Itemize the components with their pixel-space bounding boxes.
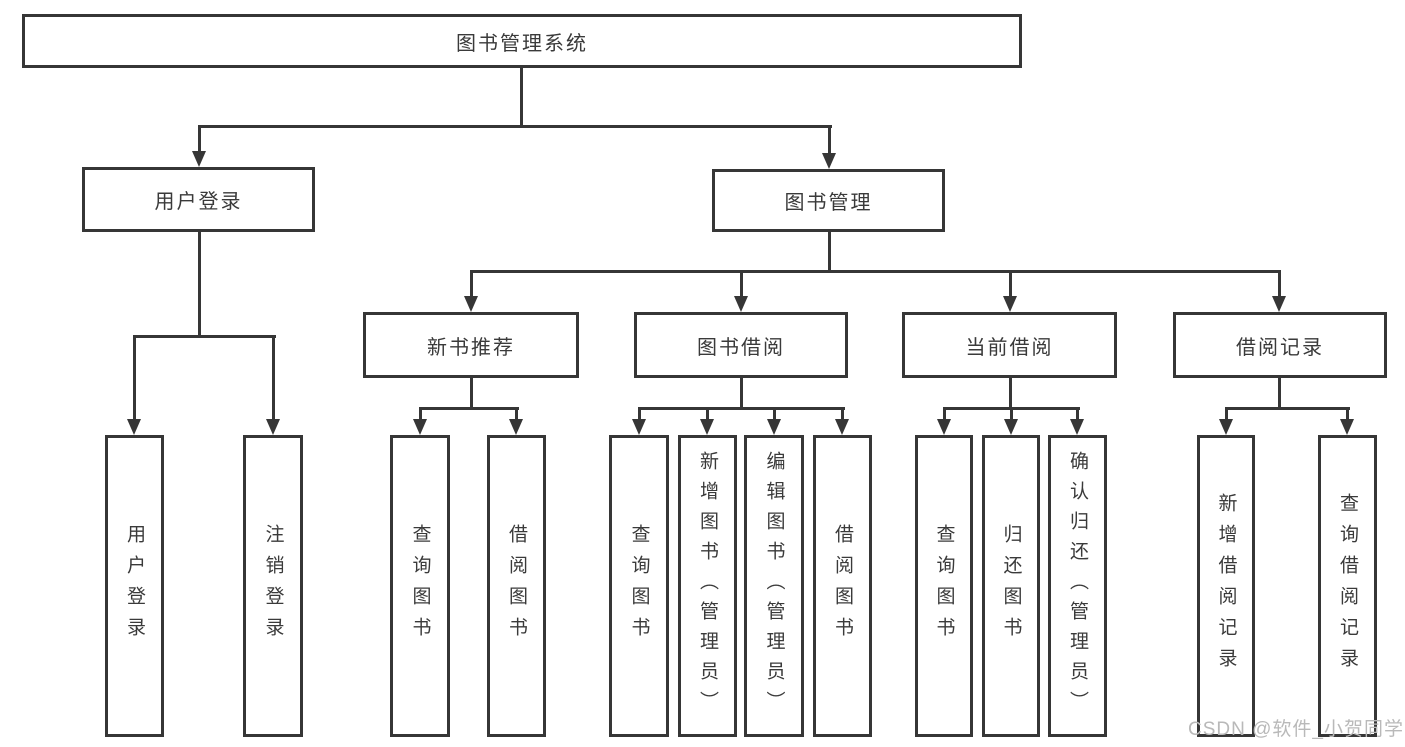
arrow-down-icon [734,296,748,312]
arrow-down-icon [509,419,523,435]
connector-line [1278,378,1281,409]
csdn-watermark: CSDN @软件_小贺同学 [1188,719,1404,740]
node-borrow-records: 借阅记录 [1173,312,1387,378]
leaf-borrow-book: 借阅图书 [813,435,872,737]
leaf-query-book-borrow: 查询图书 [609,435,669,737]
arrow-down-icon [1070,419,1084,435]
leaf-user-login-label: 用户登录 [124,524,145,648]
connector-line [134,335,276,338]
arrow-down-icon [413,419,427,435]
connector-line [133,335,136,421]
node-current-borrow: 当前借阅 [902,312,1117,378]
connector-line [199,125,832,128]
connector-line [828,232,831,270]
leaf-add-book-admin: 新增图书（管理员） [678,435,737,737]
arrow-down-icon [127,419,141,435]
connector-line [1009,270,1012,298]
connector-line [520,68,523,125]
connector-line [828,125,831,155]
leaf-return-book: 归还图书 [982,435,1040,737]
leaf-query-book-borrow-label: 查询图书 [628,524,650,648]
leaf-confirm-return-admin: 确认归还（管理员） [1048,435,1107,737]
leaf-edit-book-admin: 编辑图书（管理员） [744,435,804,737]
leaf-query-book-current-label: 查询图书 [933,524,955,648]
leaf-borrow-book-label: 借阅图书 [832,524,853,648]
connector-line [1278,270,1281,298]
node-borrow-records-label: 借阅记录 [1236,336,1324,359]
connector-line [471,270,1281,273]
connector-line [1226,407,1350,410]
arrow-down-icon [1340,419,1354,435]
leaf-borrow-book-recommend-label: 借阅图书 [506,524,527,648]
connector-line [1076,407,1079,421]
leaf-borrow-book-recommend: 借阅图书 [487,435,546,737]
connector-line [706,407,709,421]
connector-line [1346,407,1349,421]
arrow-down-icon [822,153,836,169]
node-user-login: 用户登录 [82,167,315,232]
node-book-management: 图书管理 [712,169,945,232]
arrow-down-icon [266,419,280,435]
node-book-borrow: 图书借阅 [634,312,848,378]
arrow-down-icon [700,419,714,435]
arrow-down-icon [464,296,478,312]
leaf-logout: 注销登录 [243,435,303,737]
node-current-borrow-label: 当前借阅 [965,336,1054,359]
connector-line [470,378,473,409]
connector-line [420,407,519,410]
connector-line [740,378,743,409]
connector-line [639,407,845,410]
leaf-add-borrow-record: 新增借阅记录 [1197,435,1255,737]
arrow-down-icon [632,419,646,435]
leaf-query-borrow-record-label: 查询借阅记录 [1337,493,1358,679]
arrow-down-icon [1272,296,1286,312]
arrow-down-icon [767,419,781,435]
connector-line [470,270,473,298]
node-new-book-recommend-label: 新书推荐 [427,336,515,359]
arrow-down-icon [1219,419,1233,435]
node-new-book-recommend: 新书推荐 [363,312,579,378]
leaf-confirm-return-admin-label: 确认归还（管理员） [1067,451,1088,721]
node-root: 图书管理系统 [22,14,1022,68]
connector-line [1225,407,1228,421]
arrow-down-icon [835,419,849,435]
leaf-query-book-recommend: 查询图书 [390,435,450,737]
node-user-login-label: 用户登录 [154,191,243,213]
arrow-down-icon [1004,419,1018,435]
connector-line [841,407,844,421]
connector-line [198,232,201,335]
connector-line [943,407,946,421]
connector-line [638,407,641,421]
leaf-edit-book-admin-label: 编辑图书（管理员） [763,451,785,721]
connector-line [773,407,776,421]
connector-line [515,407,518,421]
leaf-add-book-admin-label: 新增图书（管理员） [697,451,718,721]
connector-line [1010,407,1013,421]
node-root-label: 图书管理系统 [456,32,588,55]
connector-line [1009,378,1012,409]
leaf-query-book-current: 查询图书 [915,435,973,737]
leaf-query-book-recommend-label: 查询图书 [409,524,431,648]
connector-line [198,125,201,153]
leaf-logout-label: 注销登录 [262,524,284,648]
arrow-down-icon [937,419,951,435]
leaf-return-book-label: 归还图书 [1000,524,1022,648]
connector-line [419,407,422,421]
connector-line [740,270,743,298]
node-book-borrow-label: 图书借阅 [697,336,785,359]
connector-line [272,335,275,421]
arrow-down-icon [1003,296,1017,312]
leaf-add-borrow-record-label: 新增借阅记录 [1215,493,1237,679]
arrow-down-icon [192,151,206,167]
node-book-management-label: 图书管理 [784,192,873,214]
leaf-user-login: 用户登录 [105,435,164,737]
leaf-query-borrow-record: 查询借阅记录 [1318,435,1377,737]
